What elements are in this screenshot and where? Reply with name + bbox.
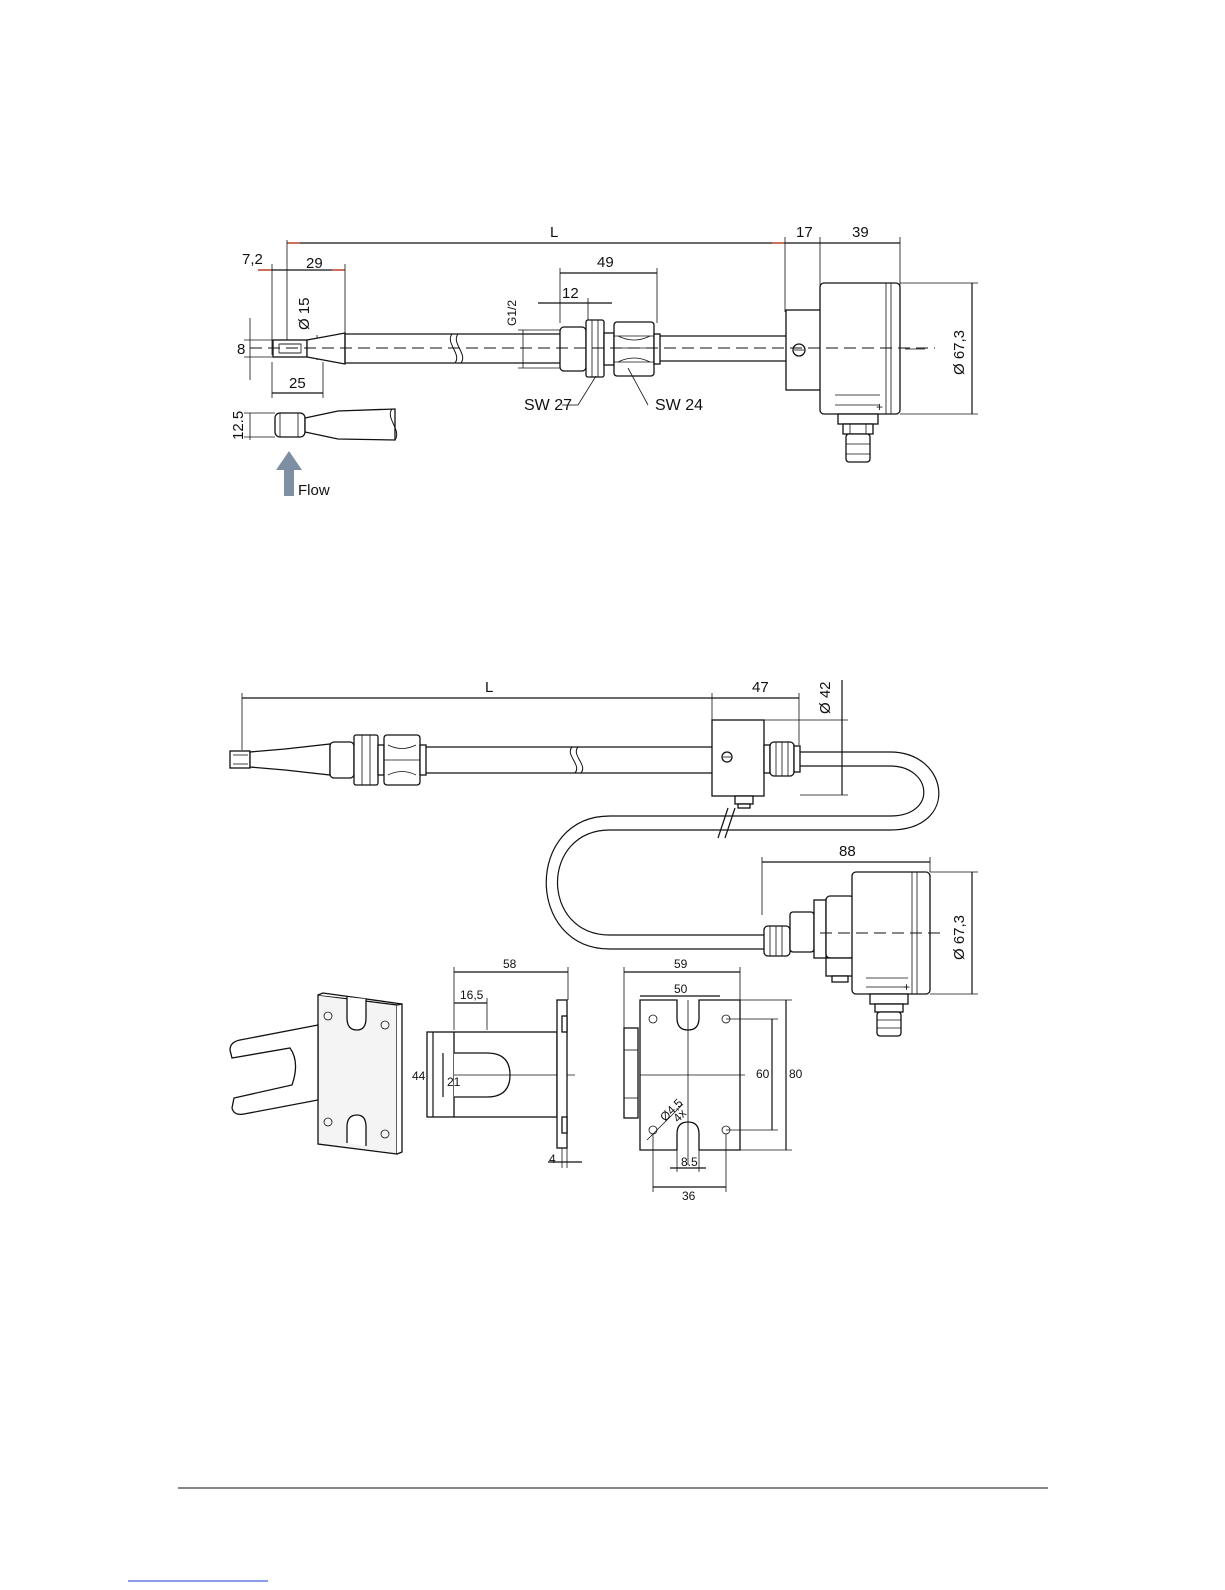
fitting-nut bbox=[586, 320, 604, 377]
dim-59-label: 59 bbox=[674, 957, 688, 971]
remote-sensor-head bbox=[712, 720, 764, 796]
dim-8-5-label: 8.5 bbox=[681, 1155, 698, 1169]
probe2-nut bbox=[354, 735, 378, 785]
probe-tip-side-view bbox=[275, 413, 305, 437]
fitting-sw27-body bbox=[560, 327, 586, 371]
transmitter-housing bbox=[820, 283, 900, 414]
dim-39-label: 39 bbox=[852, 224, 869, 241]
dim-21-label: 21 bbox=[447, 1075, 461, 1089]
dim-12-5-label: 12.5 bbox=[230, 411, 247, 440]
label-sw24: SW 24 bbox=[655, 397, 703, 414]
probe-sensor-tip bbox=[273, 340, 307, 357]
dim-G12-label: G1/2 bbox=[505, 300, 519, 326]
remote-version-drawing: L 47 Ø 42 bbox=[230, 679, 978, 1036]
dim-80-label: 80 bbox=[789, 1067, 803, 1081]
dim-8-label: 8 bbox=[237, 341, 245, 358]
probe-taper bbox=[307, 333, 345, 364]
svg-text:+: + bbox=[876, 400, 883, 414]
label-flow: Flow bbox=[298, 482, 330, 499]
dim-25-label: 25 bbox=[289, 375, 306, 392]
dim2-L-label: L bbox=[485, 679, 493, 696]
dim-29-label: 29 bbox=[306, 255, 323, 272]
dim-17-label: 17 bbox=[796, 224, 813, 241]
compact-version-drawing: L 17 39 7,2 29 49 12 G1/2 Ø 15 bbox=[230, 224, 978, 499]
dim2-88-label: 88 bbox=[839, 843, 856, 860]
dim-L-label: L bbox=[550, 224, 558, 241]
dim2-d67-label: Ø 67,3 bbox=[951, 915, 968, 960]
dim-44-label: 44 bbox=[412, 1069, 426, 1083]
dim-16-5-label: 16,5 bbox=[460, 988, 484, 1002]
dim-7-2-label: 7,2 bbox=[242, 251, 263, 268]
fitting-sw24-hex bbox=[614, 322, 654, 376]
dim-d15-label: Ø 15 bbox=[296, 297, 313, 330]
probe2-tip bbox=[230, 751, 250, 768]
label-sw27: SW 27 bbox=[524, 397, 572, 414]
dim-36-label: 36 bbox=[682, 1189, 696, 1203]
svg-text:+: + bbox=[903, 980, 910, 994]
dim-12-label: 12 bbox=[562, 285, 579, 302]
dim-4-label: 4 bbox=[549, 1152, 556, 1166]
dim2-d42-label: Ø 42 bbox=[817, 681, 834, 714]
bracket-iso-fork bbox=[230, 1025, 318, 1114]
dim-58-label: 58 bbox=[503, 957, 517, 971]
dim-60-label: 60 bbox=[756, 1067, 770, 1081]
cable-gland bbox=[838, 414, 878, 424]
dim2-47-label: 47 bbox=[752, 679, 769, 696]
mounting-bracket-drawing: 58 16,5 44 21 4 59 50 bbox=[230, 957, 803, 1203]
dim-49-label: 49 bbox=[597, 254, 614, 271]
transmitter-neck bbox=[826, 896, 854, 958]
dim-d67-label-1: Ø 67,3 bbox=[951, 330, 968, 375]
bracket-front-fork-edge bbox=[624, 1028, 638, 1118]
dim-50-label: 50 bbox=[674, 982, 688, 996]
